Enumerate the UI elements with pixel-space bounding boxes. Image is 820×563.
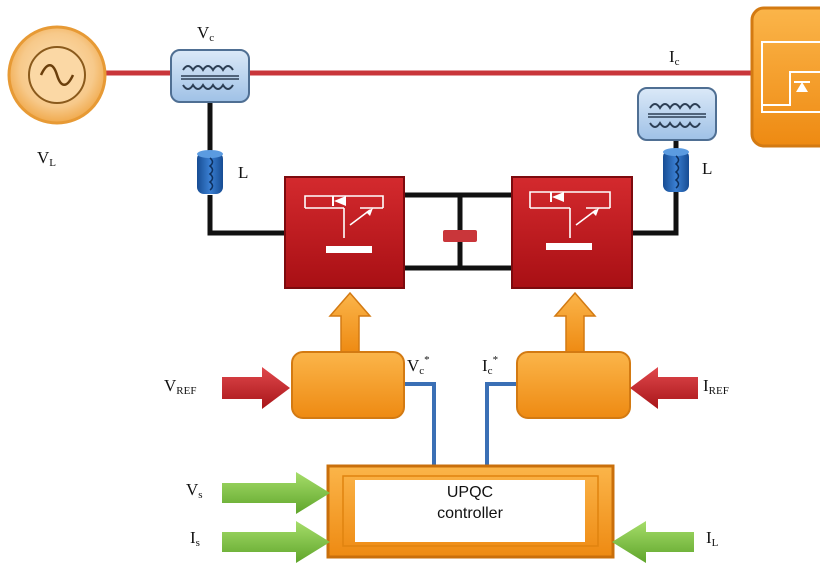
label-vc-main: V — [197, 23, 210, 42]
label-vc-star-sub: c — [419, 365, 425, 377]
inductor-left-icon — [197, 150, 223, 194]
voltage-reference-block — [291, 351, 405, 419]
label-il-main: I — [706, 528, 712, 547]
label-ic-sub: c — [674, 56, 680, 68]
label-vs-sub: s — [198, 489, 203, 501]
current-reference-block — [516, 351, 631, 419]
label-vl: VL — [37, 149, 56, 169]
vref-arrow — [222, 367, 290, 409]
load-thyristor-icon — [750, 6, 820, 148]
label-vc-star: Vc* — [407, 355, 430, 377]
label-il-sub: L — [711, 537, 719, 549]
wiring — [207, 100, 679, 271]
label-vc-star-sup: * — [424, 354, 430, 366]
controller-label-line2: controller — [437, 505, 503, 522]
upqc-controller-block — [326, 464, 615, 559]
signal-lines — [404, 382, 517, 470]
series-converter — [284, 176, 405, 289]
label-vref-sub: REF — [176, 385, 197, 397]
shunt-converter — [511, 176, 633, 289]
label-iref: IREF — [703, 377, 729, 397]
controller-label-line1: UPQC — [446, 484, 494, 501]
label-vs-main: V — [186, 480, 199, 499]
ac-source-icon — [7, 25, 107, 125]
label-vl-main: V — [37, 148, 50, 167]
label-ic-star-sup: * — [492, 354, 499, 366]
dc-capacitor — [443, 230, 477, 242]
label-l-left: L — [238, 163, 249, 182]
label-is: Is — [190, 529, 200, 549]
label-vref: VREF — [164, 377, 196, 397]
inductor-right-icon — [663, 148, 689, 192]
label-is-main: I — [190, 528, 196, 547]
controller-label: UPQC controller — [355, 482, 585, 524]
label-iref-sub: REF — [708, 385, 729, 397]
label-vc-star-main: V — [407, 356, 420, 375]
up-arrow-left — [328, 291, 372, 354]
label-vl-sub: L — [49, 157, 57, 169]
label-l-right: L — [702, 159, 713, 178]
label-is-sub: s — [195, 537, 200, 549]
label-iref-main: I — [703, 376, 709, 395]
label-ic-star: Ic* — [482, 355, 498, 377]
is-arrow — [222, 521, 330, 563]
il-arrow — [612, 521, 694, 563]
label-vs: Vs — [186, 481, 203, 501]
label-ic-main: I — [669, 47, 675, 66]
up-arrow-right — [553, 291, 597, 354]
label-ic: Ic — [669, 48, 680, 68]
label-ic-star-sub: c — [487, 365, 493, 377]
series-transformer-icon — [170, 49, 250, 103]
label-vc: Vc — [197, 24, 214, 44]
shunt-transformer-icon — [637, 87, 717, 141]
iref-arrow — [630, 367, 698, 409]
vs-arrow — [222, 472, 330, 514]
label-ic-star-main: I — [482, 356, 488, 375]
label-vc-sub: c — [209, 32, 215, 44]
label-vref-main: V — [164, 376, 177, 395]
label-il: IL — [706, 529, 718, 549]
